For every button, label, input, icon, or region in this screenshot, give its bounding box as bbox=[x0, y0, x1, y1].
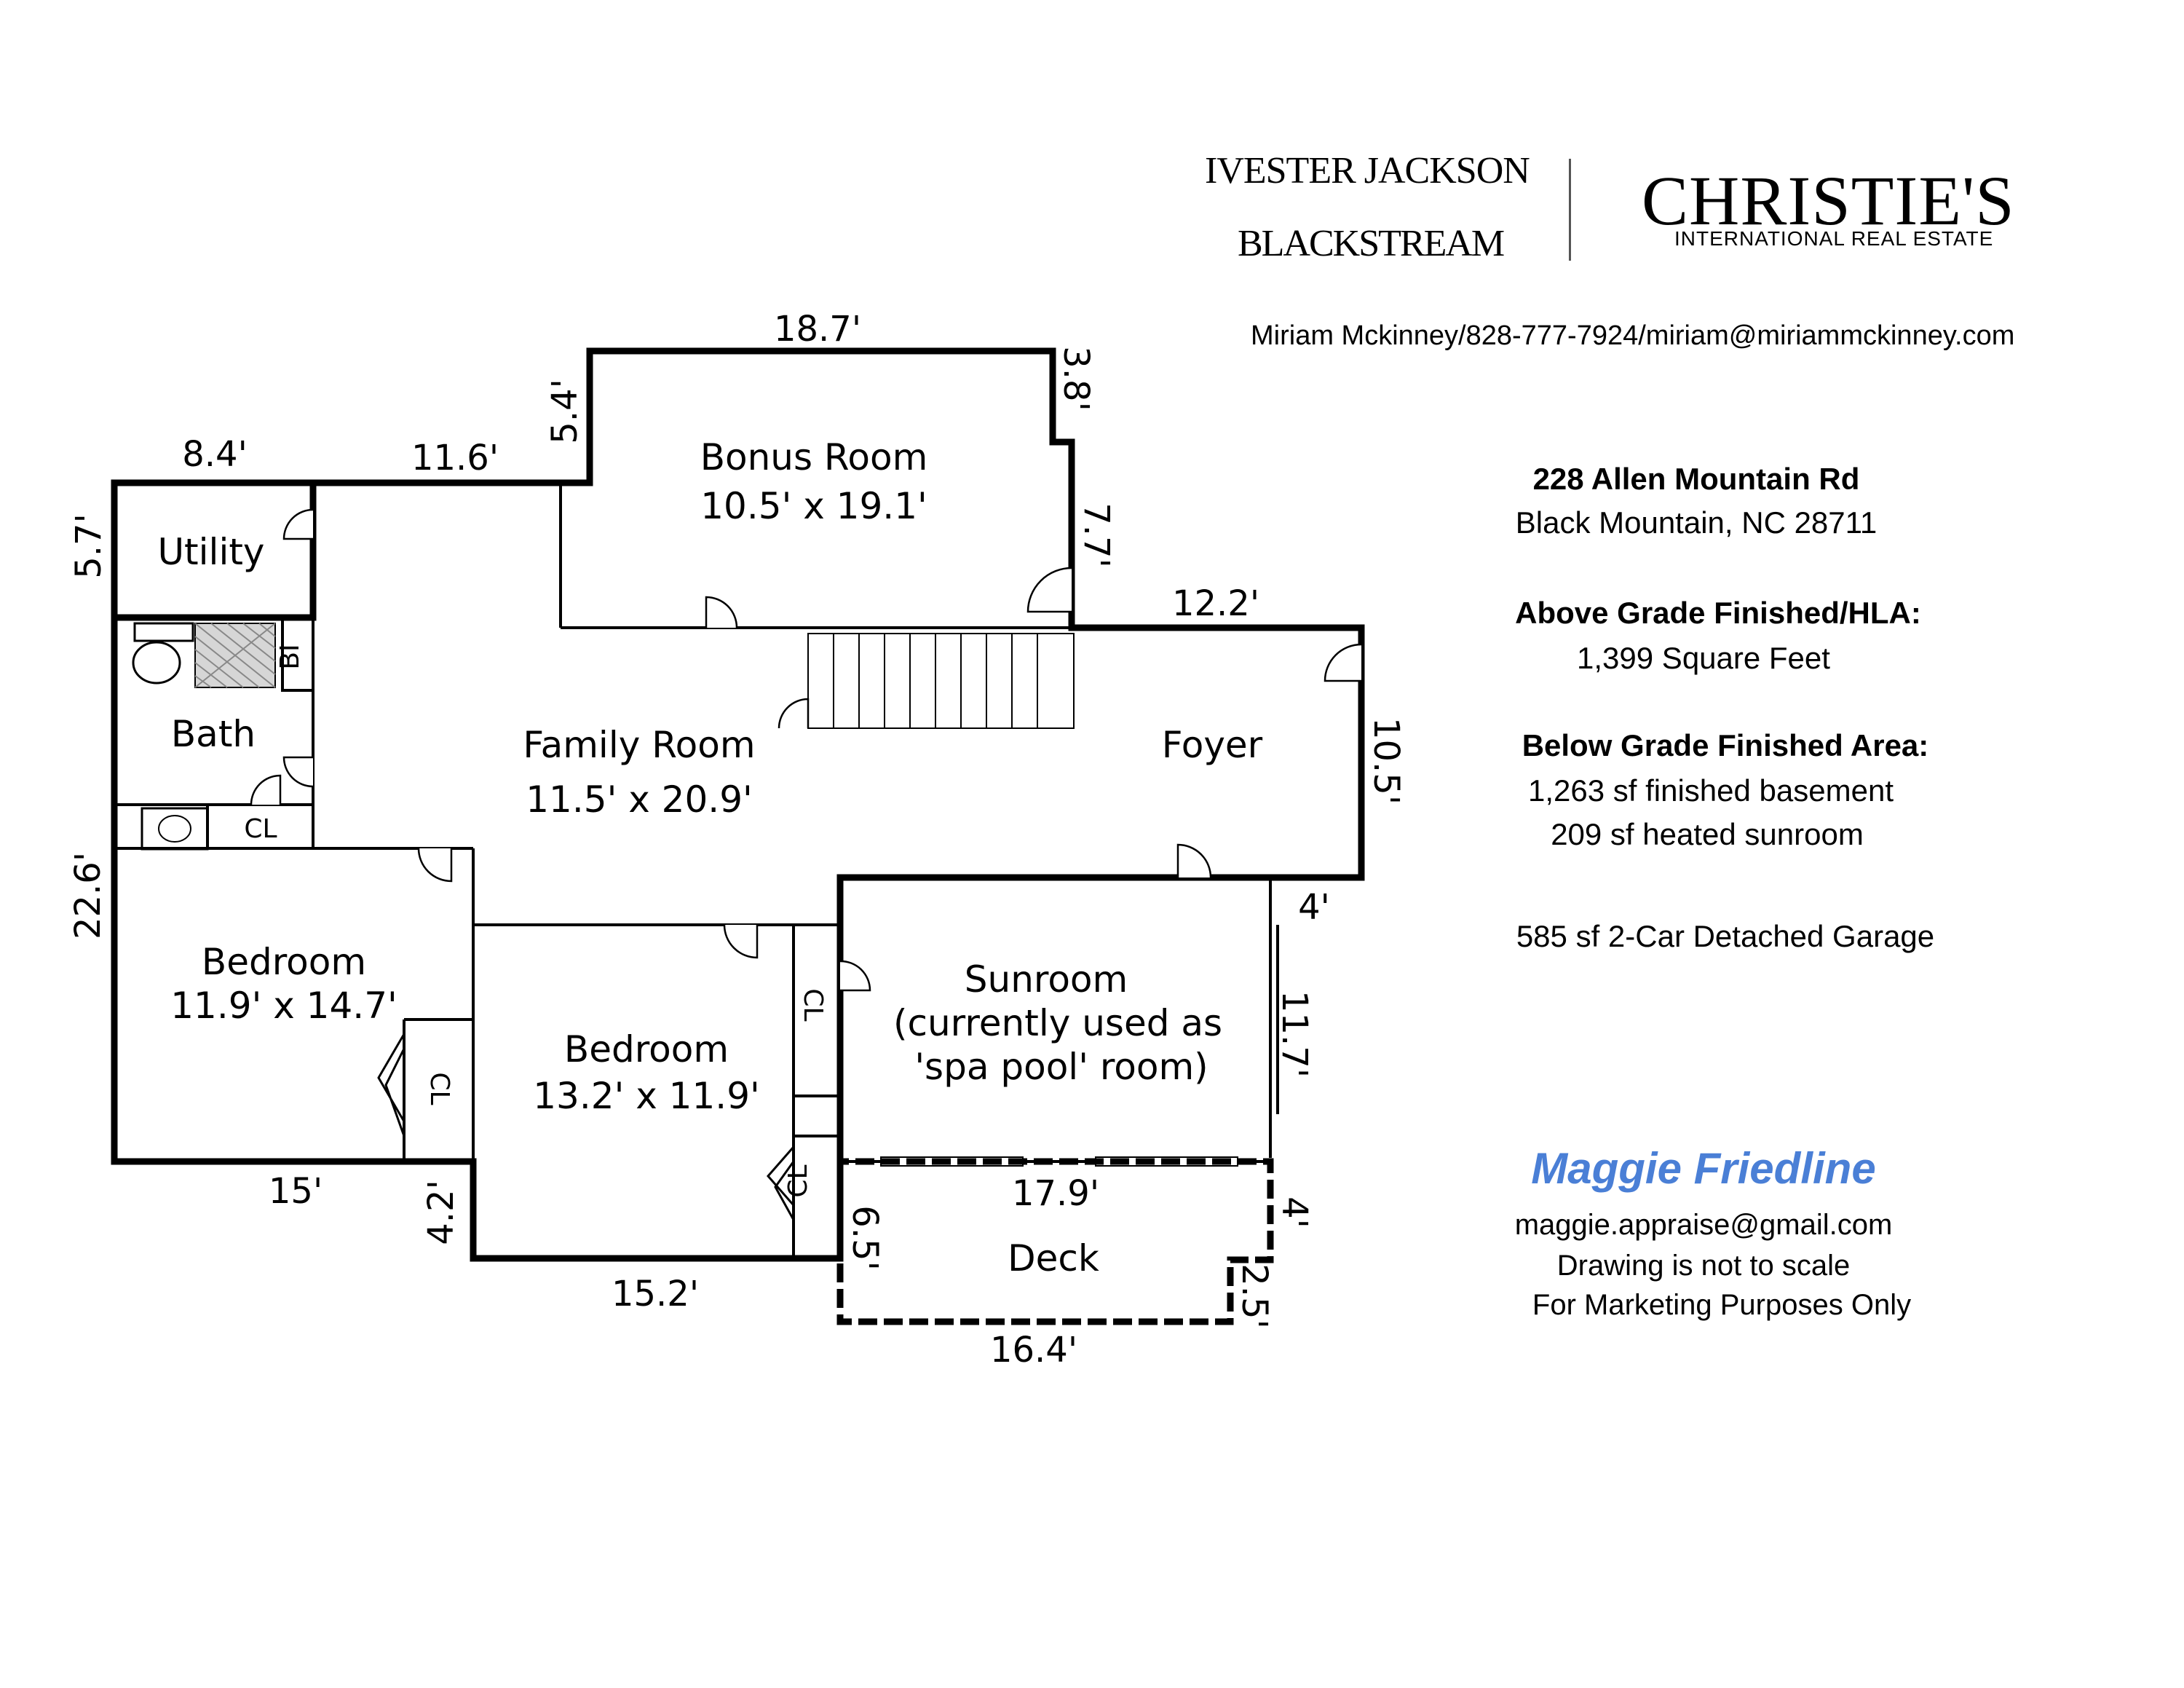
appraiser-email: maggie.appraise@gmail.com bbox=[1514, 1209, 1893, 1241]
address-line1: 228 Allen Mountain Rd bbox=[1532, 462, 1860, 496]
interior-walls bbox=[111, 479, 1279, 1258]
utility-name: Utility bbox=[157, 531, 264, 573]
above-grade-heading: Above Grade Finished/HLA: bbox=[1515, 596, 1921, 630]
contact-line: Miriam Mckinney/828-777-7924/miriam@miri… bbox=[1251, 320, 2015, 351]
hall-closet-label: CL bbox=[798, 988, 828, 1021]
christies-subtitle: INTERNATIONAL REAL ESTATE bbox=[1674, 227, 1994, 250]
logo-divider bbox=[1569, 159, 1571, 261]
dim-bottom-15-2: 15.2' bbox=[612, 1274, 699, 1314]
above-grade-value: 1,399 Square Feet bbox=[1577, 641, 1830, 675]
dim-bottom-15: 15' bbox=[269, 1171, 323, 1212]
dim-top-11-6: 11.6' bbox=[411, 438, 499, 478]
address-line2: Black Mountain, NC 28711 bbox=[1515, 505, 1878, 540]
ivester-jackson-logo: IVESTER JACKSON bbox=[1205, 150, 1530, 192]
bedroom2-name: Bedroom bbox=[564, 1028, 729, 1070]
sunroom-line2: (currently used as bbox=[893, 1002, 1222, 1044]
dim-right-10-5: 10.5' bbox=[1366, 717, 1406, 805]
dim-left-5-7: 5.7' bbox=[68, 513, 109, 579]
scale-note: Drawing is not to scale bbox=[1556, 1250, 1851, 1282]
room-labels: Bonus Room 10.5' x 19.1' Utility Bath Fa… bbox=[157, 436, 1262, 1279]
dim-top-8-4: 8.4' bbox=[182, 434, 248, 475]
dim-sunroom-4: 4' bbox=[1298, 887, 1330, 928]
stairs bbox=[807, 633, 1075, 729]
below-grade-line1: 1,263 sf finished basement bbox=[1528, 773, 1894, 808]
sunroom-line3: 'spa pool' room) bbox=[914, 1046, 1208, 1088]
bonus-room-name: Bonus Room bbox=[700, 436, 928, 478]
bedroom2-size: 13.2' x 11.9' bbox=[533, 1075, 760, 1117]
built-in-label: BI bbox=[275, 644, 305, 669]
bedroom2-closet-label: CL bbox=[783, 1164, 813, 1197]
marketing-note: For Marketing Purposes Only bbox=[1532, 1289, 1912, 1321]
dim-deck-16-4: 16.4' bbox=[990, 1330, 1077, 1370]
bedroom1-size: 11.9' x 14.7' bbox=[170, 985, 397, 1027]
dim-deck-6-5: 6.5' bbox=[844, 1205, 885, 1271]
dim-deck-2-5: 2.5' bbox=[1234, 1263, 1275, 1329]
bath-closet-label: CL bbox=[244, 814, 277, 844]
family-room-size: 11.5' x 20.9' bbox=[526, 778, 753, 821]
dim-top-18-7: 18.7' bbox=[774, 309, 861, 350]
dim-right-3-8: 3.8' bbox=[1056, 346, 1096, 411]
christies-logo: CHRISTIE'S bbox=[1642, 162, 2015, 240]
family-room-name: Family Room bbox=[523, 724, 755, 766]
bedroom1-name: Bedroom bbox=[202, 941, 366, 983]
dim-left-4-2: 4.2' bbox=[421, 1180, 462, 1245]
dim-deck-17-9: 17.9' bbox=[1012, 1173, 1099, 1214]
dimension-labels: 18.7' 3.8' 5.4' 8.4' 11.6' 5.7' 7.7' 12.… bbox=[68, 309, 1406, 1370]
blackstream-logo: BLACKSTREAM bbox=[1238, 223, 1505, 264]
sunroom-name: Sunroom bbox=[965, 958, 1128, 1001]
doors bbox=[250, 508, 1362, 1220]
dim-left-5-4: 5.4' bbox=[545, 379, 585, 444]
dim-right-11-7: 11.7' bbox=[1274, 990, 1315, 1078]
dim-deck-4: 4' bbox=[1274, 1196, 1315, 1228]
deck-outline bbox=[836, 1158, 1274, 1325]
dim-top-12-2: 12.2' bbox=[1172, 583, 1259, 624]
bonus-room-size: 10.5' x 19.1' bbox=[700, 485, 927, 527]
below-grade-heading: Below Grade Finished Area: bbox=[1522, 728, 1929, 762]
garage-line: 585 sf 2-Car Detached Garage bbox=[1516, 919, 1935, 953]
below-grade-line2: 209 sf heated sunroom bbox=[1551, 817, 1864, 851]
dim-right-7-7: 7.7' bbox=[1076, 502, 1117, 568]
dim-left-22-6: 22.6' bbox=[68, 852, 108, 939]
deck-name: Deck bbox=[1008, 1237, 1099, 1279]
bedroom1-closet-label: CL bbox=[424, 1072, 454, 1105]
foyer-name: Foyer bbox=[1162, 724, 1263, 766]
bath-name: Bath bbox=[171, 713, 256, 755]
appraiser-signature: Maggie Friedline bbox=[1531, 1144, 1876, 1193]
